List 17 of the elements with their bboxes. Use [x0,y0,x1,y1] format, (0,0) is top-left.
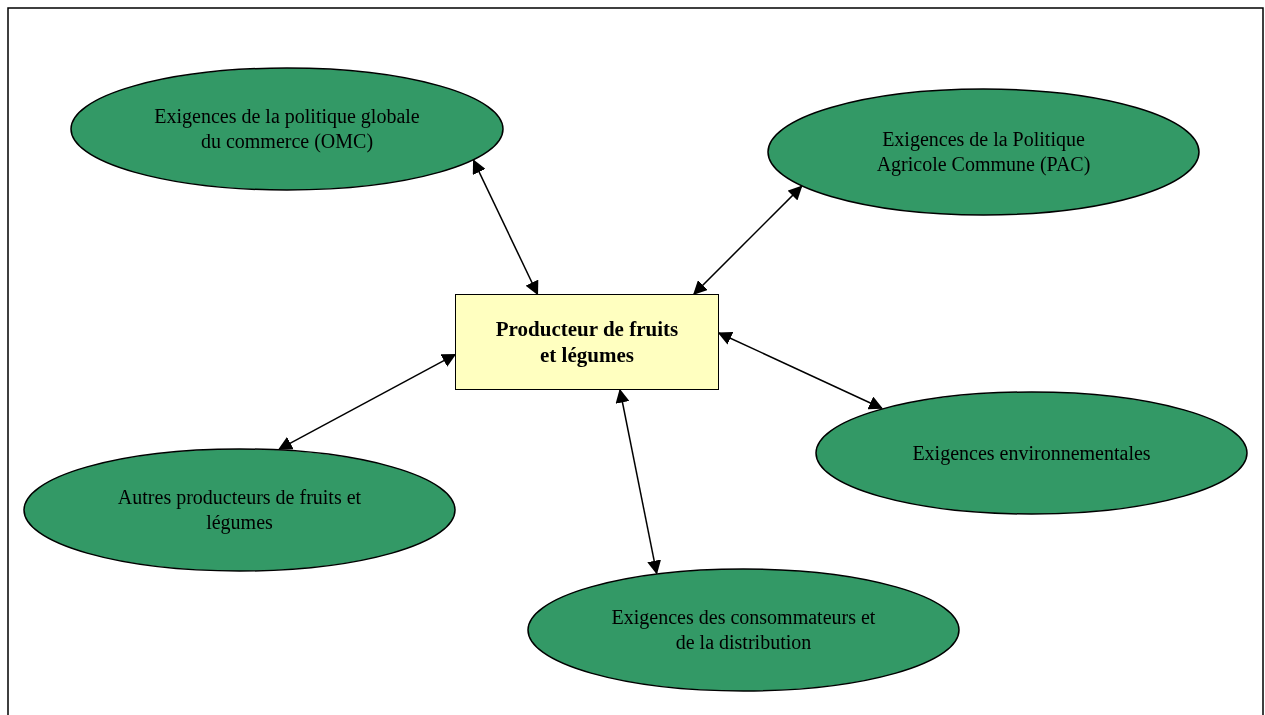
requirement-ellipse [527,568,960,692]
double-arrow [278,353,457,450]
node-label: Autres producteurs de fruits et légumes [116,485,363,535]
double-arrow [615,388,662,575]
requirement-ellipse [767,88,1200,216]
double-arrow [717,331,883,410]
producer-box [455,294,719,390]
double-arrow [693,185,803,295]
requirement-ellipse [815,391,1248,515]
node-label: Exigences des consommateurs et de la distribution [610,605,877,655]
node-label: Exigences de la politique globale du commerce (OMC) [153,104,421,154]
double-arrow [472,159,539,296]
requirement-ellipse [70,67,504,191]
requirement-ellipse [23,448,456,572]
node-label: Exigences de la Politique Agricole Commune (PAC) [875,127,1092,177]
node-label: Exigences environnementales [912,440,1151,466]
node-label: Producteur de fruits et légumes [494,315,680,369]
